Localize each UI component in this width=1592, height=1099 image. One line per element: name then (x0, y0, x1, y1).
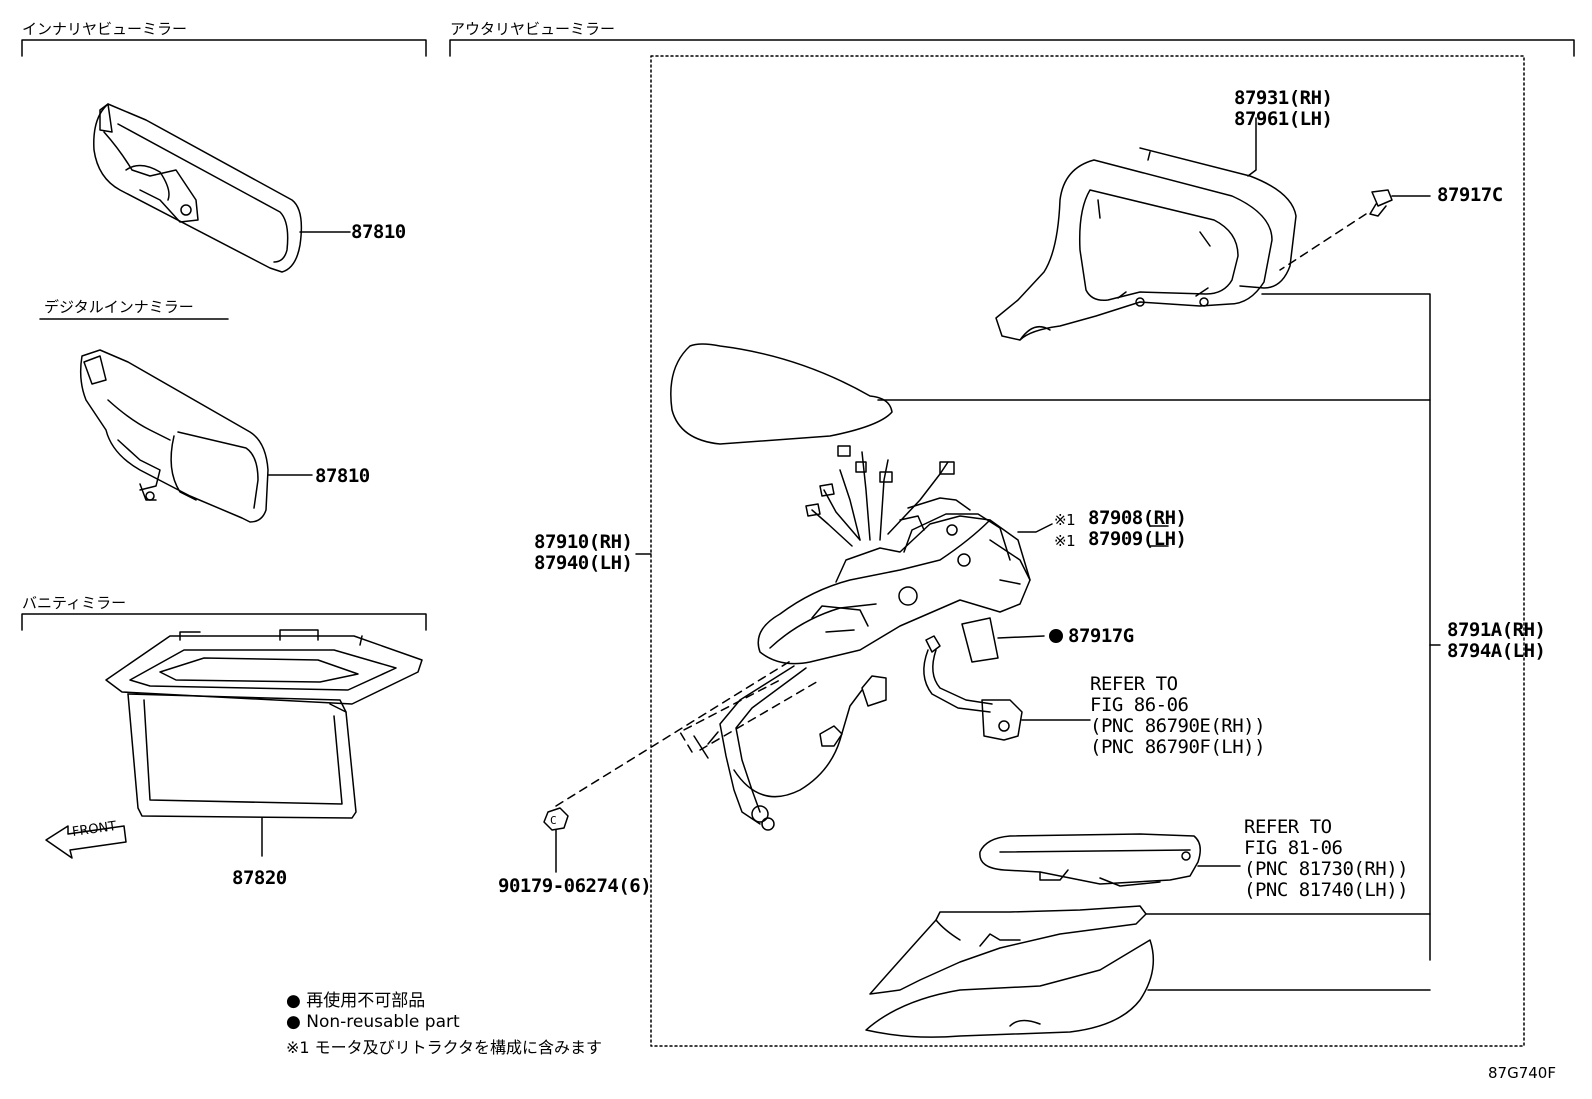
actuator-drawing (757, 445, 1053, 665)
ref-lamp-line4: (PNC 81740(LH)) (1244, 879, 1409, 901)
part-87917g: 87917G (1068, 625, 1134, 647)
front-arrow (45, 825, 127, 859)
harness-drawing (693, 665, 887, 831)
legend-text-1: 再使用不可部品 (306, 991, 426, 1011)
legend-bullet-1: ● (286, 991, 301, 1011)
gasket-drawing (961, 617, 1063, 663)
mirror-housing-drawing (995, 117, 1441, 961)
vanity-mirror-drawing (105, 629, 423, 857)
camera-drawing (923, 635, 1091, 741)
mirror-cap-drawing (670, 343, 1431, 445)
ref-camera-line3: (PNC 86790E(RH)) (1090, 715, 1266, 737)
legend-non-reusable-en: ● Non-reusable part (286, 1012, 460, 1032)
leader-lines (1149, 525, 1431, 646)
ref-camera-line2: FIG 86-06 (1090, 694, 1189, 716)
part-87940-lh: 87940(LH) (534, 552, 633, 574)
fastener-dashes (555, 659, 821, 807)
nut-drawing (543, 807, 569, 873)
figure-id: 87G740F (1488, 1064, 1556, 1082)
ref-camera-line4: (PNC 86790F(LH)) (1090, 736, 1266, 758)
part-90179-06274: 90179-06274(6) (498, 875, 652, 897)
part-87810-digital: 87810 (315, 465, 370, 487)
lower-cover-drawing (865, 905, 1431, 1038)
turn-lamp-drawing (979, 833, 1241, 887)
bolt-mark: C (550, 814, 557, 827)
part-87961-lh: 87961(LH) (1234, 108, 1333, 130)
digital-mirror-drawing (79, 349, 313, 523)
digital-mirror-heading: デジタルインナミラー (44, 298, 194, 316)
legend-text-2: Non-reusable part (306, 1012, 460, 1032)
legend-bullet-2: ● (286, 1012, 301, 1032)
ref-lamp-line2: FIG 81-06 (1244, 837, 1343, 859)
part-87931-rh: 87931(RH) (1234, 87, 1333, 109)
vanity-mirror-heading: バニティミラー (22, 594, 127, 612)
screw-drawing (1279, 189, 1431, 271)
part-87917c: 87917C (1437, 184, 1503, 206)
outer-mirror-heading: アウタリヤビューミラー (450, 20, 616, 38)
legend-non-reusable-jp: ● 再使用不可部品 (286, 986, 425, 1011)
outer-mirror-bracket (449, 39, 1575, 57)
part-8794a-lh: 8794A(LH) (1447, 640, 1546, 662)
part-8791a-rh: 8791A(RH) (1447, 619, 1546, 641)
ref-lamp-line1: REFER TO (1244, 816, 1332, 838)
inner-mirror-drawing (93, 103, 351, 273)
part-87810-inner: 87810 (351, 221, 406, 243)
inner-mirror-heading: インナリヤビューミラー (22, 20, 188, 38)
note-mark-1b: ※1 (1054, 532, 1076, 550)
vanity-mirror-bracket (21, 613, 427, 631)
ref-lamp-block: REFER TO FIG 81-06 (PNC 81730(RH)) (PNC … (1244, 816, 1409, 901)
legend-motor-note: ※1 モータ及びリトラクタを構成に含みます (286, 1038, 603, 1057)
inner-mirror-bracket (21, 39, 427, 57)
ref-camera-line1: REFER TO (1090, 673, 1178, 695)
assembly-box (650, 55, 1525, 1047)
ref-camera-block: REFER TO FIG 86-06 (PNC 86790E(RH)) (PNC… (1090, 673, 1266, 758)
part-87910-rh: 87910(RH) (534, 531, 633, 553)
part-87909-lh: 87909(LH) (1088, 528, 1187, 550)
part-87908-rh: 87908(RH) (1088, 507, 1187, 529)
note-mark-1a: ※1 (1054, 511, 1076, 529)
ref-lamp-line3: (PNC 81730(RH)) (1244, 858, 1409, 880)
part-87820: 87820 (232, 867, 287, 889)
